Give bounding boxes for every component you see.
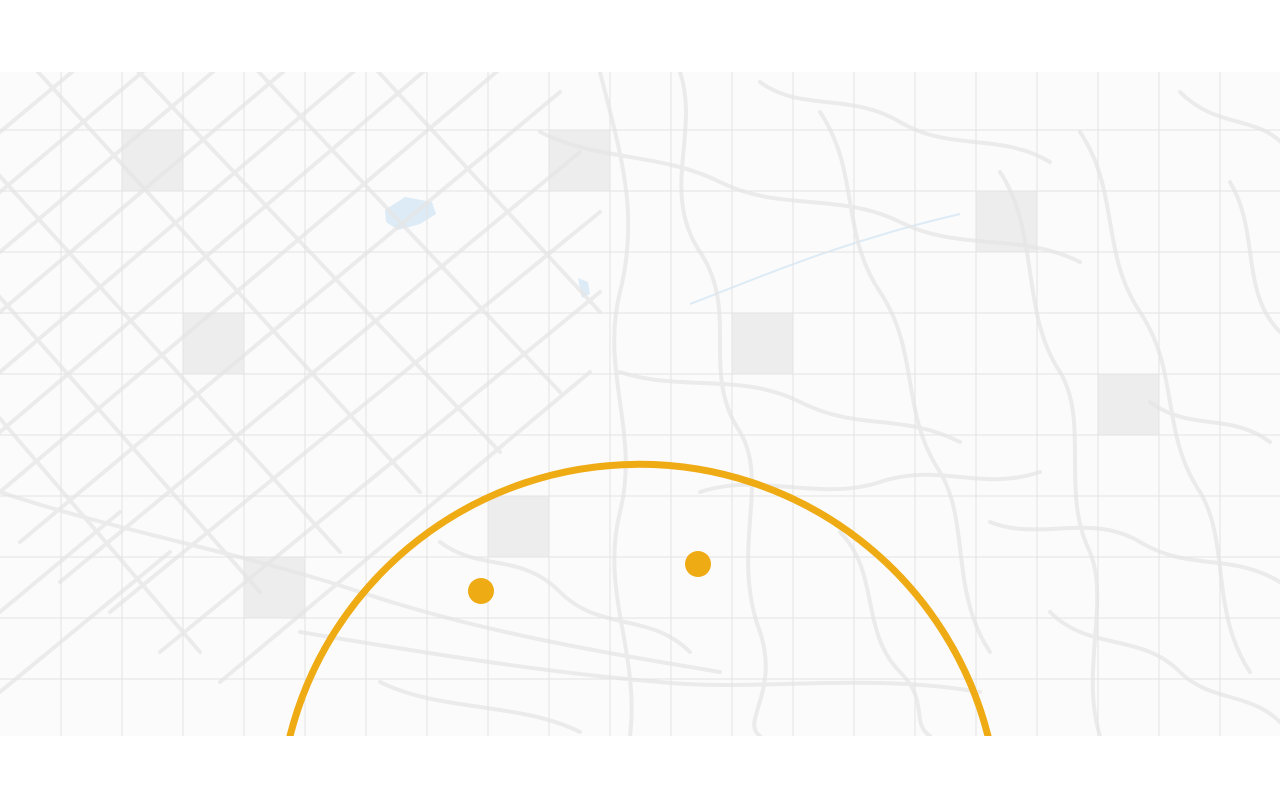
map-viewport[interactable] (0, 72, 1280, 736)
street (256, 72, 562, 394)
street (0, 72, 76, 134)
route-arc[interactable] (286, 460, 992, 736)
street (218, 370, 592, 684)
road (988, 520, 1280, 584)
street (0, 173, 342, 554)
street (375, 72, 602, 314)
shaded-tile (732, 313, 793, 374)
street (18, 90, 562, 544)
road (438, 540, 692, 654)
tile-grid-layer (0, 72, 1280, 736)
road (1178, 90, 1280, 144)
street (0, 72, 427, 434)
shaded-tile (1098, 374, 1159, 435)
street (0, 294, 262, 594)
street (158, 290, 602, 654)
road (1048, 610, 1280, 724)
street (0, 72, 357, 374)
street (0, 415, 202, 654)
road (618, 370, 962, 444)
road (838, 530, 932, 736)
street (0, 510, 122, 614)
street (0, 550, 172, 694)
road (378, 680, 582, 734)
top-blank-band (0, 0, 1280, 72)
street (0, 72, 286, 314)
road (818, 110, 992, 654)
street (0, 72, 500, 494)
road (298, 630, 982, 694)
street (58, 150, 582, 584)
street (35, 72, 422, 494)
road (538, 130, 1082, 264)
bottom-blank-band (0, 736, 1280, 808)
road (1228, 180, 1280, 334)
road (1078, 130, 1252, 674)
street (0, 72, 146, 194)
road (1148, 400, 1272, 444)
route-vertex-handle[interactable] (468, 578, 494, 604)
road (758, 80, 1052, 164)
road (678, 72, 768, 736)
shaded-tile (488, 496, 549, 557)
map-canvas[interactable] (0, 72, 1280, 736)
route-vertex-handle[interactable] (685, 551, 711, 577)
street (0, 72, 216, 254)
street-network-layer (0, 72, 1280, 736)
